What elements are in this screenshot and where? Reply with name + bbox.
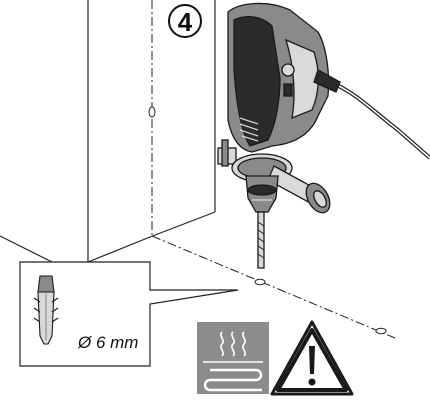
guide-lines (151, 0, 396, 339)
hammer-drill (217, 2, 341, 269)
wall-plug-icon (33, 275, 59, 345)
anchor-diameter-label: Ø 6 mm (77, 333, 138, 352)
wall-plug-callout: Ø 6 mm (19, 261, 239, 367)
step-badge: 4 (168, 4, 202, 38)
underfloor-heating-icon (197, 322, 269, 394)
step-number: 4 (178, 7, 193, 37)
wall-hole-mark (148, 106, 156, 118)
power-cable (329, 80, 430, 160)
wall-outline (0, 0, 216, 263)
warning-triangle-icon (270, 320, 354, 396)
floor-hole-mark-2 (375, 327, 387, 335)
floor-hole-mark (254, 278, 266, 286)
